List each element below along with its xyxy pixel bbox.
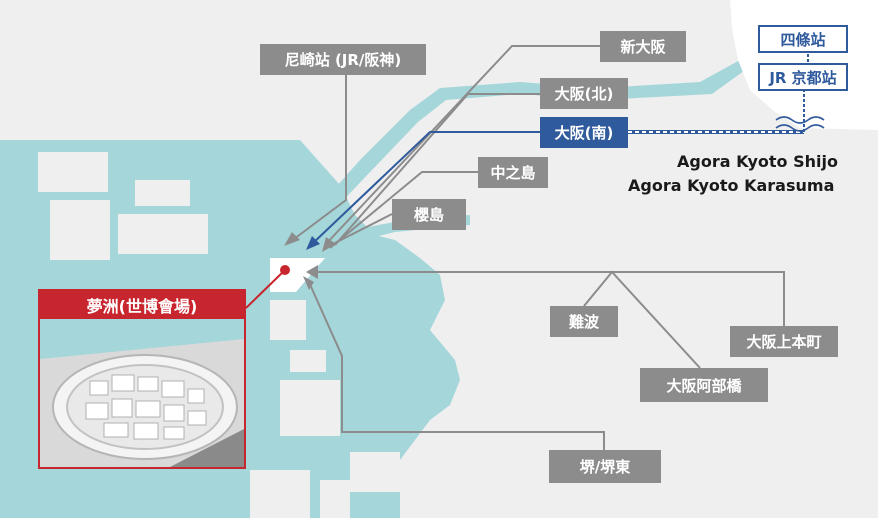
yumeshima-title: 夢洲(世博會場): [40, 291, 244, 319]
land-blocks: [38, 152, 400, 518]
expo-pavilions: [85, 374, 207, 440]
route-amagasaki: [289, 72, 347, 243]
arrow-head: [322, 237, 336, 252]
station-sakai: 堺/堺東: [549, 450, 661, 483]
station-nakanoshima: 中之島: [478, 157, 548, 188]
station-amagasaki: 尼崎站 (JR/阪神): [260, 44, 426, 75]
expo-site-illustration: [40, 319, 244, 467]
gray-routes: [289, 45, 785, 466]
pavilion: [135, 400, 161, 418]
station-osaka-minami: 大阪(南): [540, 117, 628, 148]
kyoto-station-shijo: 四條站: [758, 25, 848, 53]
route-sakai: [307, 279, 605, 466]
pavilion: [187, 410, 207, 426]
land-block: [350, 452, 400, 492]
arrow-head: [303, 276, 314, 290]
distance-break-squiggle: [775, 116, 825, 132]
yumeshima-pointer: [245, 269, 286, 309]
pavilion: [163, 404, 185, 422]
station-sakurajima: 櫻島: [392, 199, 466, 230]
route-sakurajima: [324, 213, 393, 249]
hotel-name-shijo: Agora Kyoto Shijo: [677, 152, 838, 171]
expo-shadow: [170, 429, 244, 467]
land-block: [38, 152, 108, 192]
station-osaka-kita: 大阪(北): [540, 78, 628, 109]
yumeshima-callout: 夢洲(世博會場): [38, 289, 246, 469]
pavilion: [85, 402, 109, 420]
station-uehonmachi: 大阪上本町: [730, 326, 838, 357]
station-shin-osaka: 新大阪: [600, 31, 686, 62]
arrow-head: [284, 232, 300, 246]
river-upper: [290, 60, 748, 250]
route-main-south: [315, 271, 785, 326]
kyoto-station-jr-kyoto: JR 京都站: [758, 63, 848, 91]
land-block: [290, 350, 326, 372]
pavilion: [133, 422, 159, 440]
hotel-name-karasuma: Agora Kyoto Karasuma: [628, 176, 835, 195]
arrow-head: [306, 265, 318, 279]
route-namba: [583, 270, 701, 369]
arrow-head-blue: [306, 236, 320, 250]
land-block: [118, 214, 208, 254]
arrow-heads: [284, 232, 336, 290]
station-abenobashi: 大阪阿部橋: [640, 368, 768, 402]
land-block: [135, 180, 190, 206]
pavilion: [187, 388, 205, 404]
station-namba: 難波: [550, 306, 618, 337]
land-block: [270, 300, 306, 340]
pavilion: [111, 398, 133, 418]
pavilion: [163, 426, 185, 440]
pavilion: [89, 380, 109, 396]
land-block: [250, 470, 310, 518]
route-shin-osaka: [324, 45, 600, 246]
land-block: [280, 380, 340, 436]
land-block: [320, 480, 350, 518]
route-nakanoshima: [329, 171, 478, 249]
land-block: [50, 200, 110, 260]
pavilion: [161, 380, 185, 398]
route-osaka-minami: [311, 131, 540, 245]
pavilion: [103, 422, 129, 438]
pavilion: [137, 376, 159, 392]
pavilion: [111, 374, 135, 392]
route-osaka-kita: [334, 93, 540, 246]
